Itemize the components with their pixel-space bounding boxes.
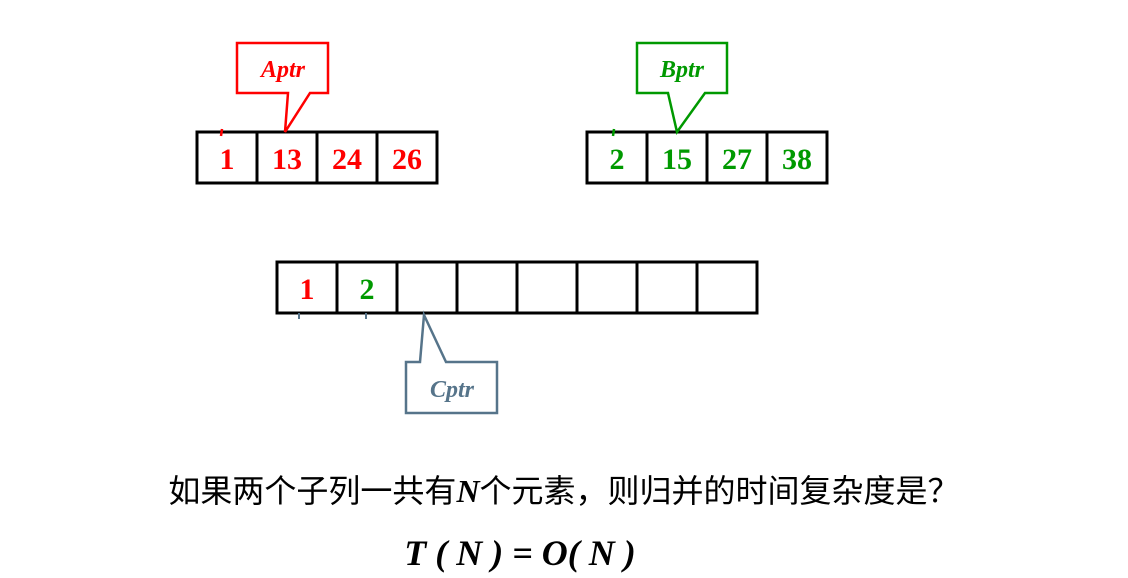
cell-value: 24	[332, 143, 362, 176]
array-cell	[635, 260, 699, 315]
question-text: 如果两个子列一共有N个元素，则归并的时间复杂度是？	[0, 466, 1128, 512]
cell-value: 1	[220, 143, 235, 176]
aptr-label: Aptr	[259, 57, 306, 83]
bptr-callout: Bptr	[635, 41, 729, 135]
bptr-label: Bptr	[659, 57, 705, 83]
array-b: 2 15 27 38	[585, 130, 829, 185]
array-cell	[315, 130, 379, 185]
cptr-callout: Cptr	[404, 310, 499, 415]
array-cell	[695, 260, 759, 315]
array-cell	[255, 130, 319, 185]
array-cell	[455, 260, 519, 315]
cell-value: 1	[300, 273, 315, 306]
cell-value: 13	[272, 143, 302, 176]
array-cell	[515, 260, 579, 315]
array-cell	[395, 260, 459, 315]
question-n: N	[456, 473, 480, 509]
question-part: 个元素，则归并的时间复杂度是？	[479, 472, 960, 510]
array-cell	[575, 260, 639, 315]
cell-value: 27	[722, 143, 752, 176]
aptr-tick	[219, 128, 224, 137]
cptr-label: Cptr	[430, 377, 475, 403]
aptr-callout: Aptr	[235, 41, 330, 133]
array-cell	[195, 130, 259, 185]
question-part: 如果两个子列一共有	[168, 472, 457, 510]
bptr-tick	[611, 128, 616, 137]
complexity-formula: T ( N ) = O( N )	[404, 533, 636, 573]
array-cell	[275, 260, 339, 315]
cell-value: 2	[360, 273, 375, 306]
cell-value: 15	[662, 143, 692, 176]
array-cell	[585, 130, 649, 185]
cell-value: 26	[392, 143, 422, 176]
array-a: 1 13 24 26	[195, 130, 439, 185]
cell-value: 2	[610, 143, 625, 176]
cell-value: 38	[782, 143, 812, 176]
array-cell	[765, 130, 829, 185]
array-cell	[375, 130, 439, 185]
